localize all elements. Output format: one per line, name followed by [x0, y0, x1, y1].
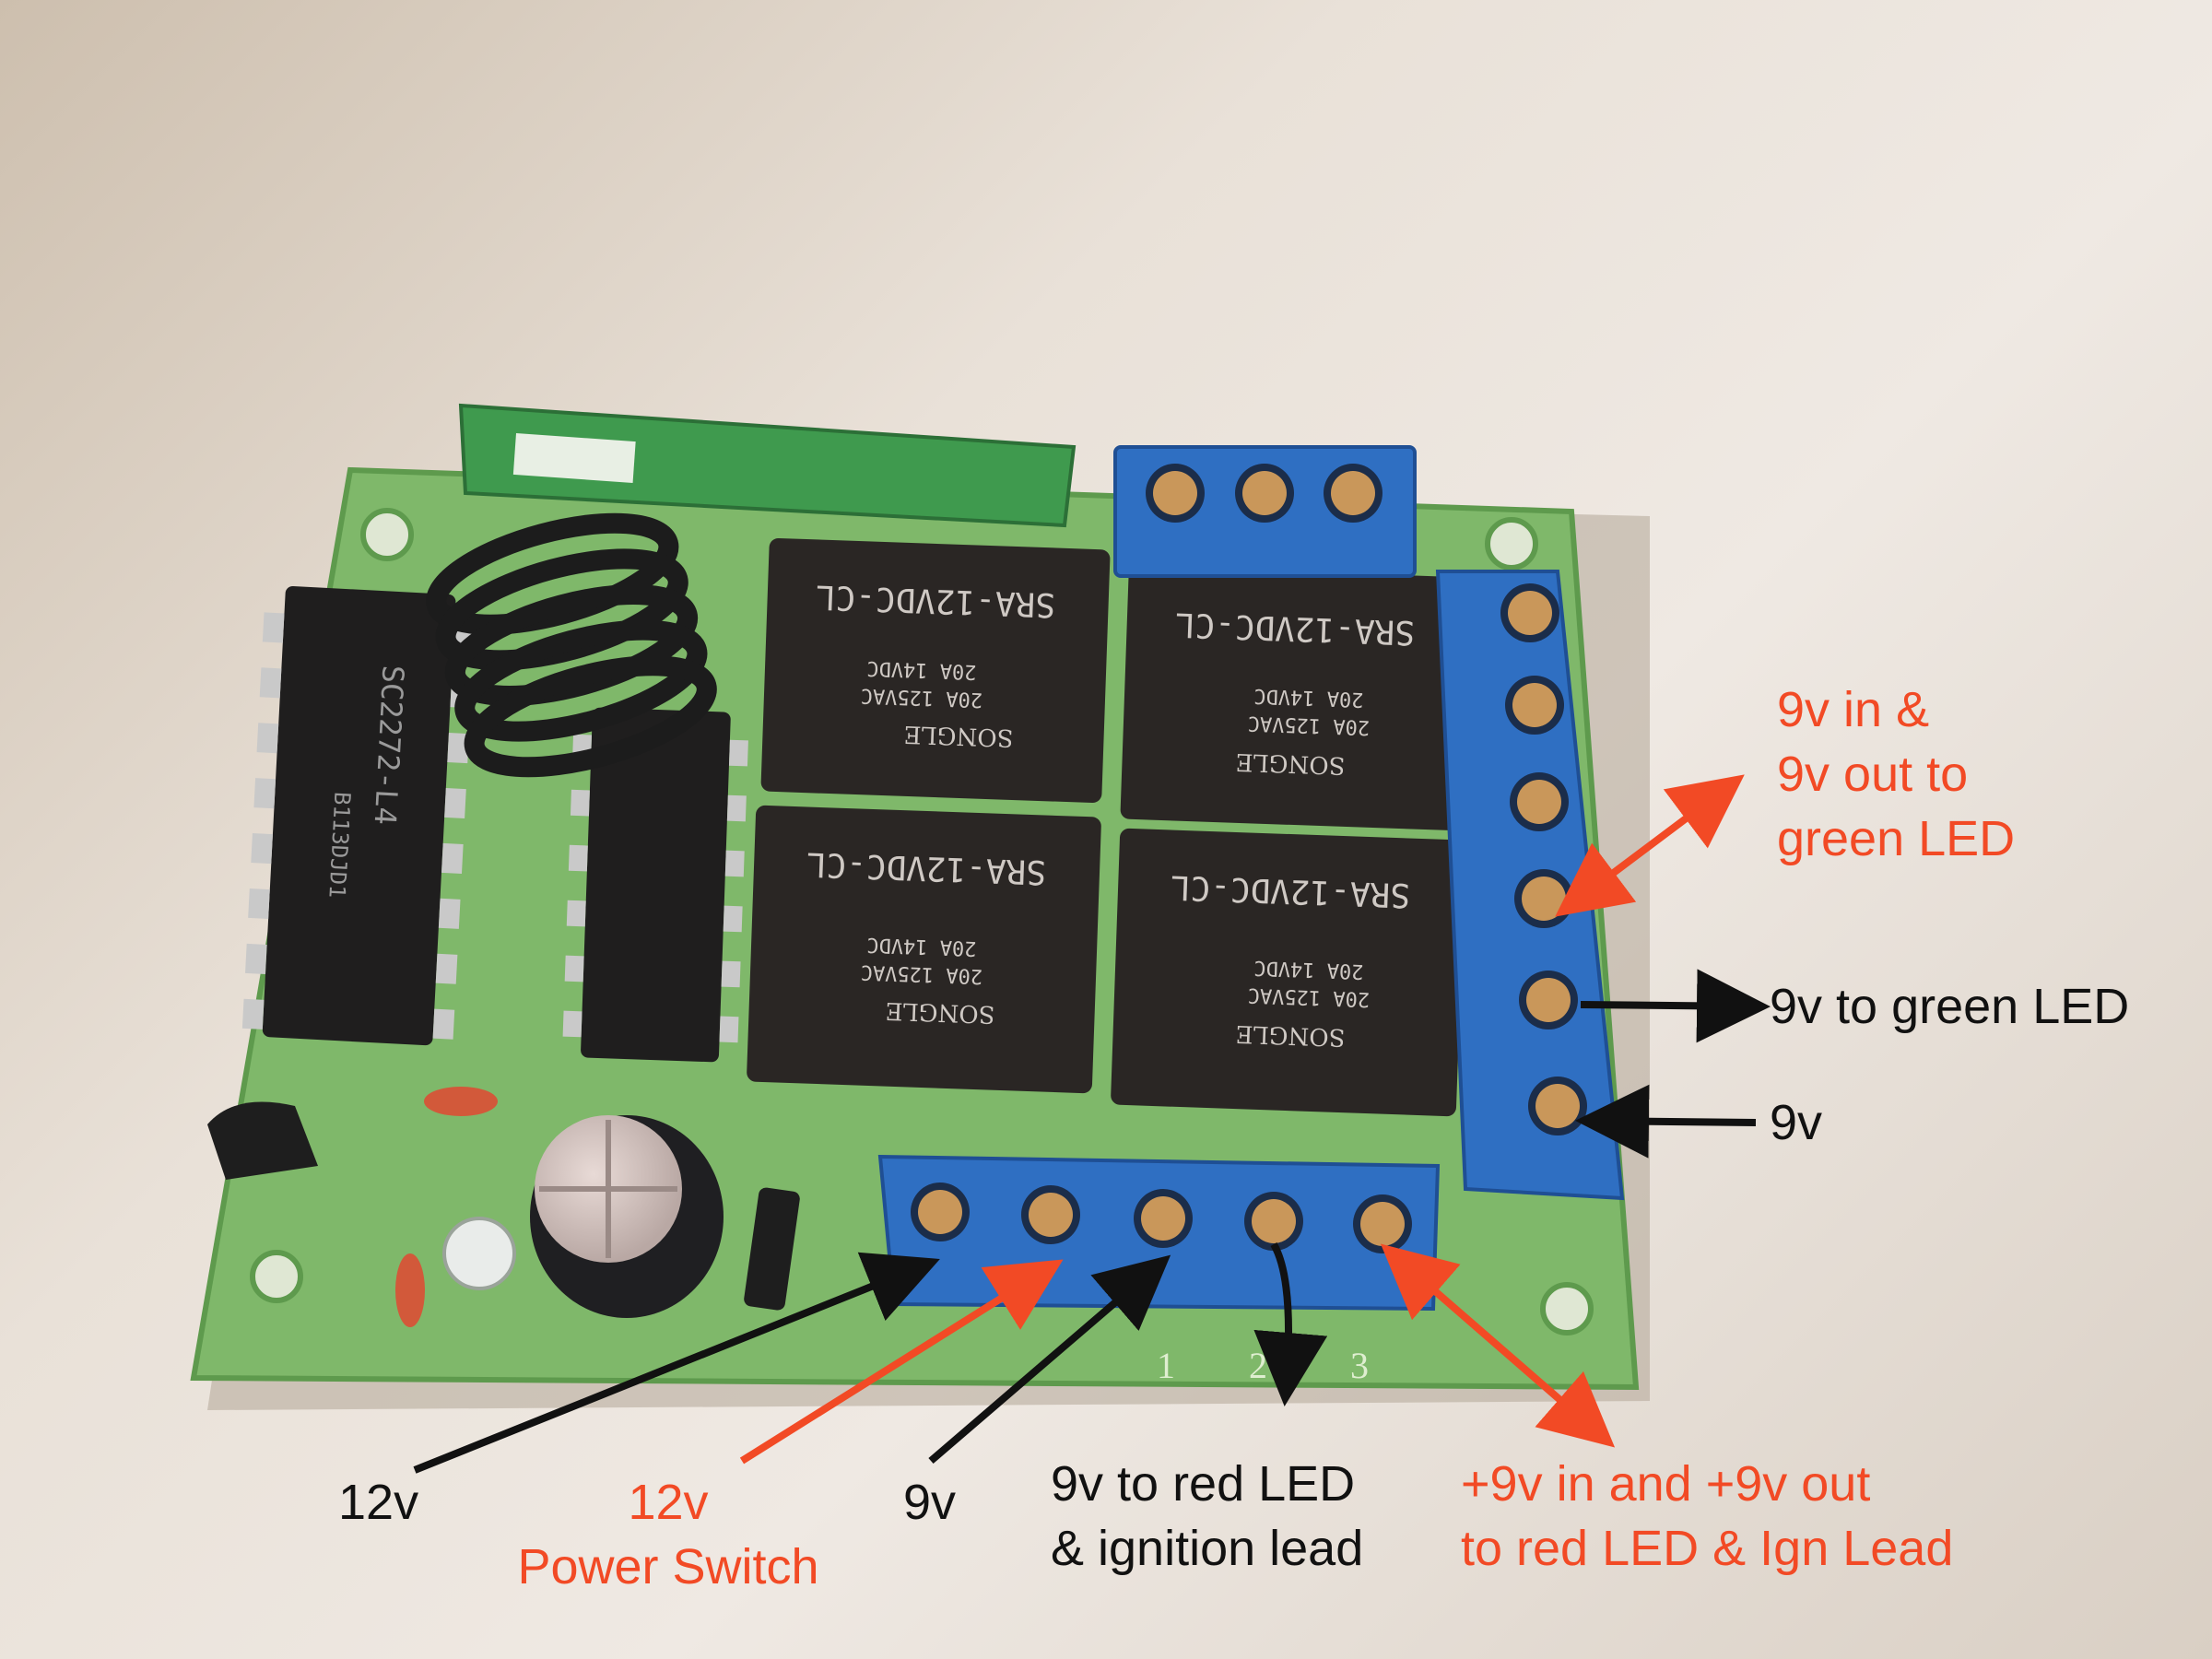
terminal-block-bottom [877, 1154, 1441, 1312]
arrow-right-mid [1580, 969, 1771, 1043]
annotation-right-bottom: 9v [1770, 1095, 1823, 1150]
relay-2: SRA-12VDC-CL 20A 14VDC 20A 125VAC SONGLE [1120, 565, 1470, 831]
annotation-red-led-line2: & ignition lead [1051, 1521, 1364, 1577]
relay-3-brand: SONGLE [885, 996, 995, 1028]
electrolytic-capacitor [530, 1115, 724, 1318]
ceramic-capacitor [424, 1087, 498, 1116]
mount-hole [1485, 517, 1538, 571]
led [442, 1217, 516, 1290]
rf-module-chip [512, 432, 636, 483]
silkscreen-3: 3 [1350, 1345, 1369, 1386]
relay-1-brand: SONGLE [903, 720, 1014, 751]
annotation-power-switch: 12v Power Switch [488, 1470, 848, 1599]
relay-2-rating2: 20A 125VAC [1247, 712, 1370, 739]
second-ic [562, 707, 748, 1063]
terminal-block-top [1113, 445, 1417, 578]
annotation-power-switch-line1: 12v [628, 1475, 709, 1530]
arrow-right-top [1555, 774, 1745, 917]
relay-3-rating2: 20A 125VAC [860, 960, 982, 988]
relay-4-rating1: 20A 14VDC [1253, 956, 1364, 982]
transistor [207, 1101, 318, 1180]
annotation-red-led-out: +9v in and +9v out to red LED & Ign Lead [1461, 1452, 1953, 1581]
ceramic-capacitor [395, 1253, 425, 1327]
silkscreen-2: 2 [1249, 1345, 1267, 1386]
mount-hole [1540, 1282, 1594, 1335]
annotation-right-top-line2: 9v out to [1777, 747, 1969, 803]
annotation-9v-bottom: 9v [903, 1475, 957, 1530]
relay-4: SRA-12VDC-CL 20A 14VDC 20A 125VAC SONGLE [1111, 828, 1465, 1117]
arrow-power-switch [739, 1259, 1064, 1465]
decoder-chip: SC2272-L4 B113DJD1 [241, 585, 476, 1046]
relay-3: SRA-12VDC-CL 20A 14VDC 20A 125VAC SONGLE [747, 805, 1101, 1094]
annotation-red-led: 9v to red LED & ignition lead [1051, 1452, 1363, 1581]
relay-1-model: SRA-12VDC-CL [815, 577, 1055, 623]
annotation-right-top-line3: green LED [1777, 811, 2016, 867]
arrow-red-led [1253, 1242, 1328, 1406]
annotation-right-top-line1: 9v in & [1777, 682, 1930, 737]
terminal-block-right [1435, 570, 1625, 1201]
mount-hole [360, 508, 414, 561]
annotation-right-mid: 9v to green LED [1770, 979, 2130, 1034]
chip-label-2: B113DJD1 [324, 791, 355, 899]
relay-4-rating2: 20A 125VAC [1247, 983, 1370, 1011]
relay-1-rating2: 20A 125VAC [860, 684, 982, 712]
relay-2-rating1: 20A 14VDC [1253, 684, 1364, 711]
arrow-9v-bottom [928, 1254, 1171, 1465]
chip-label-1: SC2272-L4 [368, 665, 411, 826]
relay-1: SRA-12VDC-CL 20A 14VDC 20A 125VAC SONGLE [760, 537, 1111, 804]
relay-1-rating1: 20A 14VDC [866, 656, 977, 683]
annotation-red-led-out-line1: +9v in and +9v out [1461, 1456, 1871, 1512]
annotation-right-top: 9v in & 9v out to green LED [1777, 677, 2015, 872]
relay-3-model: SRA-12VDC-CL [806, 844, 1046, 890]
annotation-power-switch-line2: Power Switch [517, 1539, 819, 1595]
annotation-red-led-line1: 9v to red LED [1051, 1456, 1356, 1512]
silkscreen-1: 1 [1157, 1345, 1175, 1386]
mount-hole [250, 1250, 303, 1303]
relay-2-model: SRA-12VDC-CL [1174, 605, 1415, 651]
annotation-12v: 12v [338, 1475, 419, 1530]
diode [744, 1187, 800, 1311]
relay-2-brand: SONGLE [1235, 747, 1346, 779]
relay-4-brand: SONGLE [1235, 1019, 1346, 1051]
rf-receiver-module [458, 403, 1077, 528]
relay-4-model: SRA-12VDC-CL [1170, 867, 1410, 913]
arrow-12v [413, 1252, 940, 1474]
antenna-coil [426, 512, 717, 778]
arrow-right-bottom [1575, 1084, 1757, 1159]
annotation-red-led-out-line2: to red LED & Ign Lead [1461, 1521, 1954, 1577]
arrow-red-led-out [1380, 1243, 1616, 1448]
relay-3-rating1: 20A 14VDC [866, 933, 977, 959]
